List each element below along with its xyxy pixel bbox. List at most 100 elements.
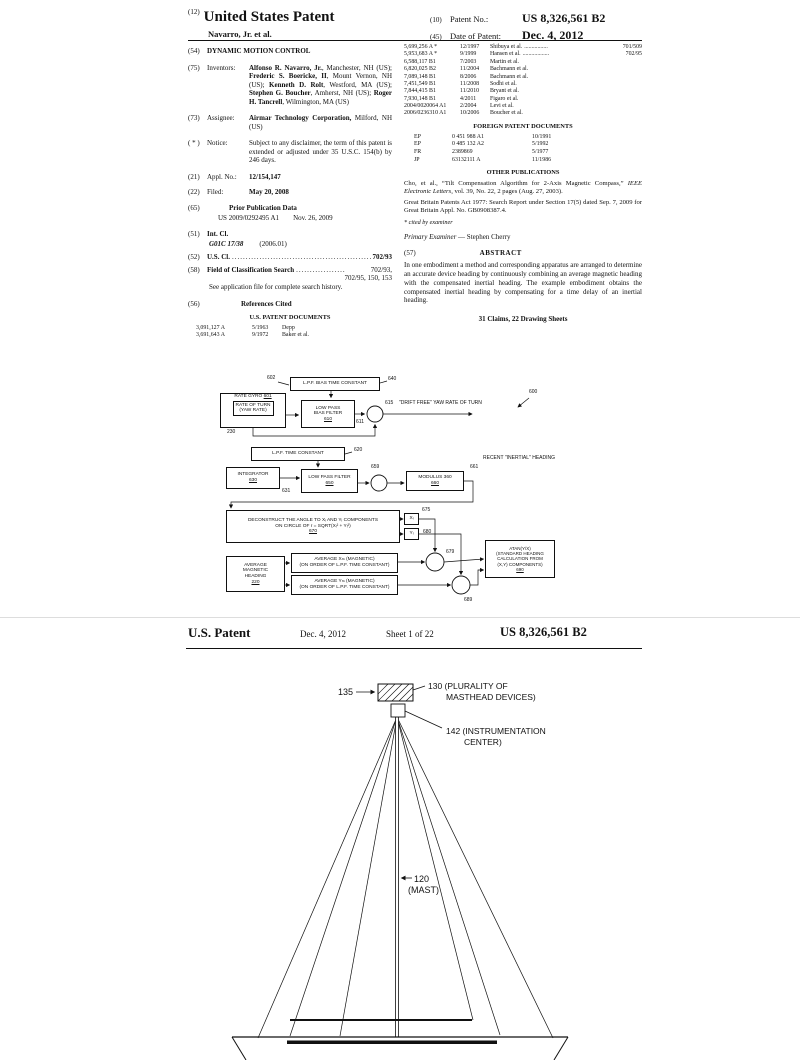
us-reference-row: 3,691,643 A 9/1972 Baker et al. — [196, 331, 309, 338]
field-21-appl-no: (21) Appl. No.: 12/154,147 — [188, 172, 281, 181]
ref-130-label-line1: 130 (PLURALITY OF — [428, 681, 508, 691]
hull-stripe — [287, 1040, 497, 1044]
lpf-time-constant-box: L.P.F. TIME CONSTANT — [251, 447, 345, 461]
cited-by-examiner-note: * cited by examiner — [404, 218, 453, 226]
field-notice: ( * ) Notice: Subject to any disclaimer,… — [188, 139, 392, 165]
summing-junction-659 — [370, 474, 388, 492]
ref-120-label-line1: 120 — [414, 874, 429, 884]
sheet-header-title: U.S. Patent — [188, 625, 251, 640]
leader-lines — [356, 685, 443, 881]
field-58-classification: (58) Field of Classification Search ....… — [188, 265, 392, 274]
drift-free-label: "DRIFT FREE" YAW RATE OF TURN — [399, 400, 482, 406]
patent-header-right: (10) Patent No.: US 8,326,561 B2 (45) Da… — [430, 10, 642, 45]
ref-631: 631 — [282, 488, 291, 494]
patent-number-row: (10) Patent No.: US 8,326,561 B2 — [430, 10, 642, 27]
hull — [231, 1036, 569, 1060]
invention-title: DYNAMIC MOTION CONTROL — [207, 47, 311, 55]
instrumentation-center-box — [390, 703, 406, 718]
primary-examiner: Primary Examiner — Stephen Cherry — [404, 233, 511, 242]
sheet-header-divider — [186, 648, 642, 649]
other-publications-header: OTHER PUBLICATIONS — [486, 169, 560, 177]
field-54-title: (54) DYNAMIC MOTION CONTROL — [188, 47, 392, 56]
ref-689: 689 — [464, 597, 473, 603]
field-57-abstract: (57) ABSTRACT — [404, 248, 522, 257]
ref-611: 611 — [356, 419, 364, 425]
summing-junction-689 — [451, 575, 471, 595]
ref-661: 661 — [470, 464, 479, 470]
summing-junction-615 — [366, 405, 384, 423]
ref-135-label: 135 — [338, 687, 353, 697]
abstract-text: In one embodiment a method and correspon… — [404, 261, 642, 305]
block-diagram: L.P.F. BIAS TIME CONSTANT RATE GYRO 601 … — [183, 372, 645, 610]
average-xm-box: AVERAGE Xₘ (MAGNETIC) (ON ORDER OF L.P.F… — [291, 553, 398, 573]
ref-142-label-line1: 142 (INSTRUMENTATION — [446, 726, 546, 736]
ref-120-label-line2: (MAST) — [408, 885, 439, 895]
lpf-bias-time-constant-box: L.P.F. BIAS TIME CONSTANT — [290, 377, 380, 391]
ref-230: 230 — [227, 429, 236, 435]
summing-junctions — [366, 405, 471, 595]
ref-680: 680 — [423, 529, 432, 535]
kind-code-tag: (12) — [188, 8, 200, 16]
ref-640: 640 — [388, 376, 397, 382]
field-51-int-cl: (51) Int. Cl. — [188, 229, 229, 238]
page-break-line — [0, 617, 800, 618]
atan-calculation-box: ATAN(Y/X) (STANDARD HEADING CALCULATION … — [485, 540, 555, 578]
rate-gyro-box: RATE GYRO 601 RATE OF TURN (YAW RATE) — [220, 393, 286, 428]
classification-note: See application file for complete search… — [209, 282, 343, 291]
xi-component-box: Xᵢ — [404, 513, 419, 525]
ref-659: 659 — [371, 464, 380, 470]
patent-number: US 8,326,561 B2 — [522, 11, 606, 25]
average-ym-box: AVERAGE Yₘ (MAGNETIC) (ON ORDER OF L.P.F… — [291, 575, 398, 595]
recent-inertial-label: RECENT "INERTIAL" HEADING — [483, 455, 555, 461]
patent-header-left: (12)United States Patent Navarro, Jr. et… — [188, 8, 428, 39]
field-65-prior-pub: (65) Prior Publication Data — [188, 203, 297, 212]
bibliographic-left-column: (54) DYNAMIC MOTION CONTROL (75) Invento… — [188, 47, 392, 339]
field-22-filed: (22) Filed: May 20, 2008 — [188, 188, 289, 197]
inventors-list: Alfonso R. Navarro, Jr., Manchester, NH … — [249, 63, 392, 106]
ref-679: 679 — [446, 549, 455, 555]
us-reference-row: 3,091,127 A 5/1963 Depp — [196, 324, 295, 331]
field-73-assignee: (73) Assignee: Airmar Technology Corpora… — [188, 114, 392, 131]
summing-junction-679 — [425, 552, 445, 572]
publication-citation: Cho, et al., “Tilt Compensation Algorith… — [404, 180, 642, 195]
foreign-documents-header: FOREIGN PATENT DOCUMENTS — [473, 122, 573, 130]
ref-600: 600 — [529, 389, 538, 395]
classification-cont: 702/95, 150, 153 — [344, 274, 392, 283]
ref-142-label-line2: CENTER) — [464, 737, 502, 747]
sheet-header-date: Dec. 4, 2012 — [300, 629, 346, 639]
publication-citation: Great Britain Patents Act 1977: Search R… — [404, 198, 642, 214]
rigging-lines — [257, 716, 554, 1039]
deconstruct-angle-box: DECONSTRUCT THE ANGLE TO Xᵢ AND Yᵢ COMPO… — [226, 510, 400, 543]
ref-615: 615 — [385, 400, 394, 406]
field-56-references: (56) References Cited — [188, 300, 292, 309]
int-cl-value: G01C 17/38 (2006.01) — [209, 239, 287, 248]
rate-of-turn-box: RATE OF TURN (YAW RATE) — [232, 400, 274, 416]
sheet-header: U.S. Patent Dec. 4, 2012 Sheet 1 of 22 U… — [188, 625, 640, 645]
inventor-short-line: Navarro, Jr. et al. — [208, 29, 272, 39]
hatch-pattern — [377, 683, 414, 702]
field-52-us-cl: (52) U.S. Cl. ..........................… — [188, 253, 392, 262]
ref-130-label-line2: MASTHEAD DEVICES) — [446, 692, 536, 702]
ref-602: 602 — [267, 375, 276, 381]
